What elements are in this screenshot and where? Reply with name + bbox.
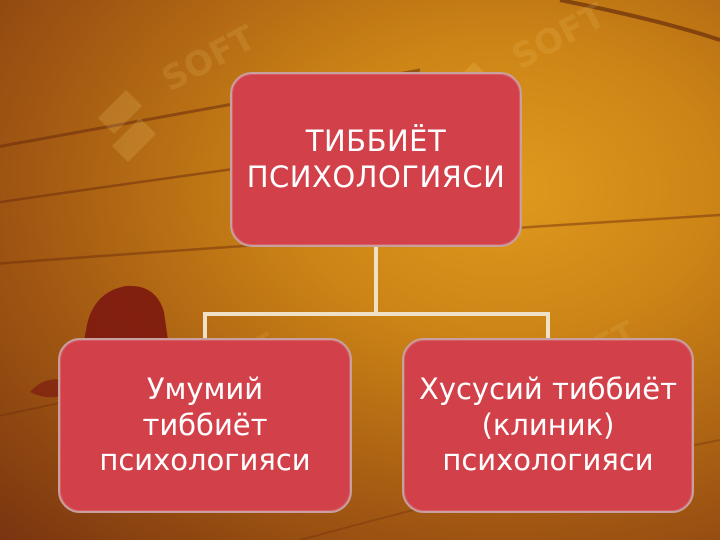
root-node-label: ТИББИЁТ ПСИХОЛОГИЯСИ — [246, 124, 506, 194]
decor-curve-4 — [559, 0, 720, 42]
watermark-text-2: SOFT — [505, 0, 613, 78]
child-node-clinical-label: Хусусий тиббиёт (клиник) психологияси — [418, 372, 678, 478]
root-node: ТИББИЁТ ПСИХОЛОГИЯСИ — [230, 72, 522, 247]
child-node-clinical: Хусусий тиббиёт (клиник) психологияси — [402, 338, 694, 513]
child-node-general-label: Умумий тиббиёт психологияси — [99, 372, 311, 478]
runner-silhouette — [84, 285, 168, 340]
connector-horizontal — [203, 312, 550, 316]
child-node-general: Умумий тиббиёт психологияси — [58, 338, 352, 513]
connector-vertical-right — [546, 312, 550, 340]
connector-vertical-left — [203, 312, 207, 340]
runner-silhouette-arm — [30, 379, 64, 398]
connector-vertical-root — [374, 247, 378, 315]
